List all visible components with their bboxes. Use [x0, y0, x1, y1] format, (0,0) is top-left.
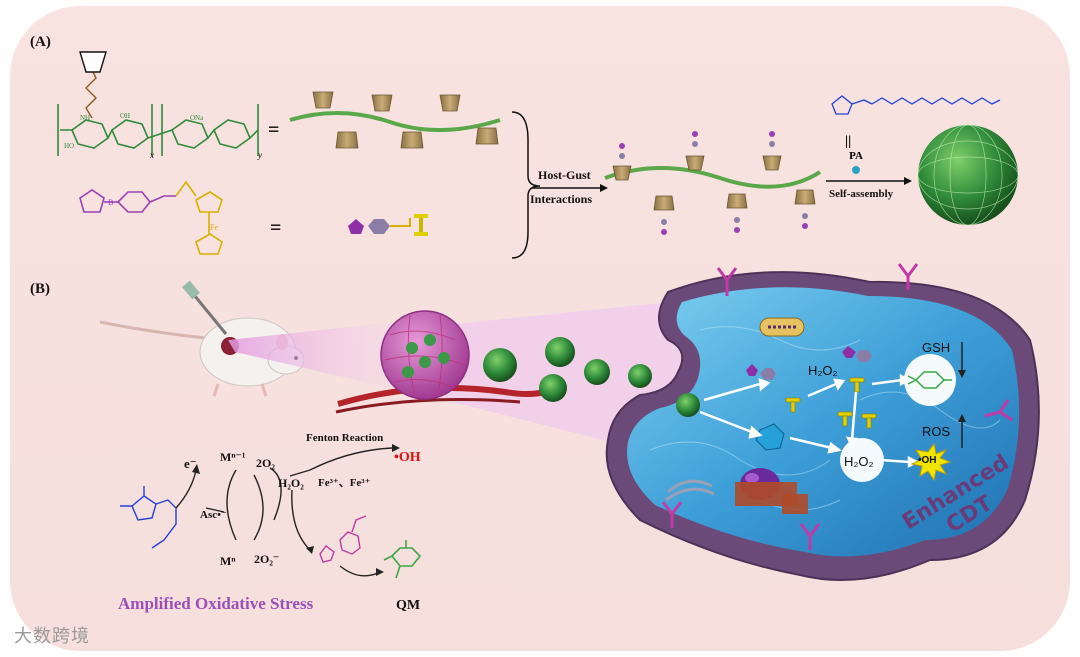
fe-ions-label: Fe³⁺、Fe³⁺: [318, 477, 371, 489]
o2-bottom-label: 2O₂⁻: [254, 552, 280, 566]
pa-label: PA: [849, 150, 863, 162]
equals-sign-2: =: [270, 217, 281, 239]
qm-product-in-cell: [907, 371, 952, 389]
panel-a-label: (A): [30, 34, 51, 50]
pa-structure: [831, 95, 1001, 115]
h2o2-label: H₂O₂: [278, 476, 304, 490]
host-guest-label-2: Interactions: [530, 192, 592, 206]
host-guest-arrowhead: [600, 184, 608, 192]
host-guest-label-1: Host-Gust: [538, 168, 591, 182]
chem-label-fe: Fe: [210, 223, 218, 232]
asc-label: Asc•⁻: [200, 509, 227, 521]
oh-radical-label: •OH: [394, 450, 421, 465]
equals-sign-1: =: [268, 119, 279, 141]
mitochondrion: [759, 317, 805, 337]
gsh-arrowhead: [958, 370, 966, 378]
watermark: 大数跨境: [14, 626, 90, 647]
pa-dot: [852, 166, 860, 174]
cyclodextrin-linker: [79, 51, 107, 119]
boronate-ferrocene-structure: B Fe: [79, 180, 223, 255]
qm-label: QM: [396, 598, 421, 613]
cell-nanoparticle: [676, 393, 700, 417]
cd-cones-chain1: [312, 91, 499, 149]
chem-label-b: B: [108, 198, 113, 207]
pa-cube: [755, 423, 785, 451]
mn-label: Mⁿ: [220, 554, 236, 568]
membrane-receptors: [661, 263, 1013, 550]
ascorbate-structure: [120, 486, 177, 549]
er-structure: [735, 482, 808, 514]
self-assembly-label: Self-assembly: [829, 188, 894, 200]
self-assembly-arrowhead: [904, 177, 912, 185]
qm-structure: [383, 540, 422, 579]
mn1-label: Mⁿ⁻¹: [220, 450, 246, 464]
chem-label-ho: HO: [64, 142, 74, 150]
bracket: [511, 111, 541, 259]
fenton-label: Fenton Reaction: [306, 432, 384, 444]
golgi: [665, 479, 715, 502]
nanoparticle-sphere: [917, 124, 1019, 226]
amplified-stress-caption: Amplified Oxidative Stress: [118, 594, 314, 613]
gsh-label: GSH: [922, 340, 951, 355]
blood-vessel-branch: [335, 398, 521, 414]
subscript-y: y: [257, 150, 262, 160]
guest-in-cell: [746, 346, 872, 380]
ferrocene-in-cell: [785, 377, 877, 429]
h2o2-top-label: H₂O₂: [808, 363, 838, 378]
polymer-chain-2: [604, 166, 822, 189]
h2o2-center-label: H₂O₂: [844, 454, 874, 469]
cancer-cell: [605, 271, 1040, 581]
guest-schematic: [348, 214, 428, 236]
panel-b-label: (B): [30, 281, 50, 297]
mechanism-arrows: [175, 447, 393, 577]
mechanism-arrowheads: [192, 444, 400, 576]
qm-product-halo: [904, 354, 956, 406]
tumor-mass: [380, 310, 470, 400]
ros-label: ROS: [922, 424, 951, 439]
guest-molecules-chain2: [619, 131, 808, 235]
chem-label-oh: OH: [120, 112, 130, 120]
traveling-nanoparticles: [483, 337, 652, 402]
polymer-chain-1: [289, 110, 501, 133]
hydroxybenzyl-boronate: [319, 515, 367, 563]
electron-label: e⁻: [184, 456, 197, 471]
h2o2-halo: [840, 438, 884, 482]
ros-arrowhead: [958, 414, 966, 422]
cell-arrows: [699, 373, 920, 469]
oh-cell-label: •OH: [918, 455, 937, 466]
subscript-x: x: [149, 150, 154, 160]
cd-cones-chain2: [612, 155, 816, 211]
chem-label-nh: NH: [80, 114, 90, 122]
chem-label-ona: ONa: [190, 114, 204, 122]
double-bar: ||: [845, 134, 851, 149]
o2-top-label: 2O₂: [256, 456, 275, 470]
hydroxyl-burst: [910, 442, 952, 482]
beam-mouse-tumor: [228, 322, 400, 390]
polymer-structure: [57, 104, 259, 156]
